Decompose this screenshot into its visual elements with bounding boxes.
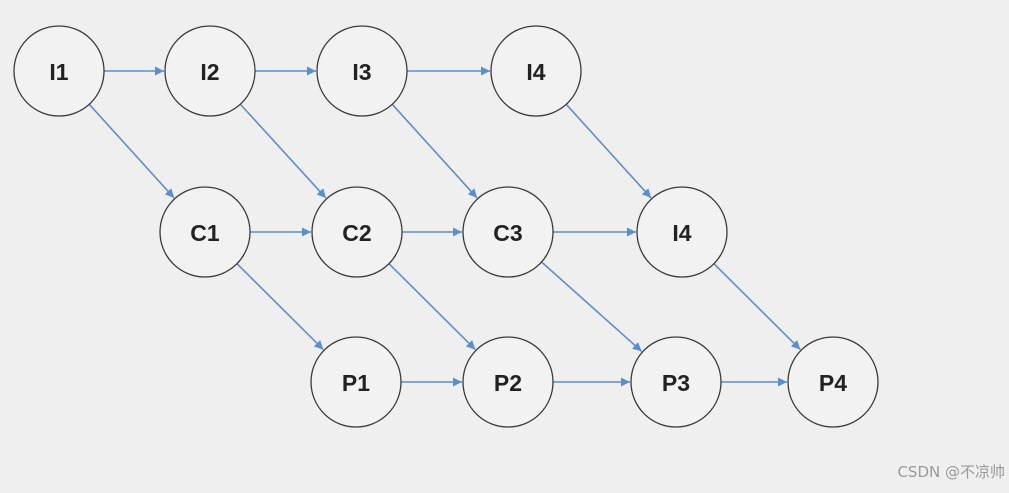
node-circle xyxy=(311,186,403,278)
node-circle xyxy=(787,336,879,428)
node-circle xyxy=(310,336,402,428)
node-label: C1 xyxy=(190,220,220,246)
node-label: P4 xyxy=(819,370,847,396)
node-circle xyxy=(13,25,105,117)
edge-i4-top-to-i4-mid xyxy=(565,103,652,199)
edge-i2-to-c2 xyxy=(239,103,327,199)
edge-i4-mid-to-p4 xyxy=(713,263,801,351)
node-circle xyxy=(164,25,256,117)
node-p1: P1 xyxy=(310,336,402,428)
node-label: I4 xyxy=(526,59,545,85)
node-circle xyxy=(159,186,251,278)
node-label: P1 xyxy=(342,370,370,396)
node-circle xyxy=(630,336,722,428)
node-c3: C3 xyxy=(462,186,554,278)
node-label: C2 xyxy=(342,220,371,246)
node-i4-top: I4 xyxy=(490,25,582,117)
node-circle xyxy=(636,186,728,278)
node-p4: P4 xyxy=(787,336,879,428)
node-i3: I3 xyxy=(316,25,408,117)
edge-c3-to-p3 xyxy=(541,261,643,352)
node-circle xyxy=(490,25,582,117)
edge-i1-to-c1 xyxy=(88,103,175,199)
edge-c2-to-p2 xyxy=(388,263,476,351)
node-p3: P3 xyxy=(630,336,722,428)
node-i4-mid: I4 xyxy=(636,186,728,278)
node-label: P3 xyxy=(662,370,690,396)
watermark-text: CSDN @不凉帅 xyxy=(897,463,1005,481)
node-label: I1 xyxy=(49,59,68,85)
node-c1: C1 xyxy=(159,186,251,278)
node-p2: P2 xyxy=(462,336,554,428)
node-label: I2 xyxy=(200,59,219,85)
node-c2: C2 xyxy=(311,186,403,278)
edge-c1-to-p1 xyxy=(236,263,324,351)
node-circle xyxy=(316,25,408,117)
node-label: P2 xyxy=(494,370,522,396)
node-circle xyxy=(462,336,554,428)
node-label: C3 xyxy=(493,220,522,246)
node-i2: I2 xyxy=(164,25,256,117)
edges xyxy=(88,66,801,387)
node-circle xyxy=(462,186,554,278)
node-i1: I1 xyxy=(13,25,105,117)
edge-i3-to-c3 xyxy=(391,103,478,199)
node-label: I3 xyxy=(352,59,371,85)
node-label: I4 xyxy=(672,220,691,246)
